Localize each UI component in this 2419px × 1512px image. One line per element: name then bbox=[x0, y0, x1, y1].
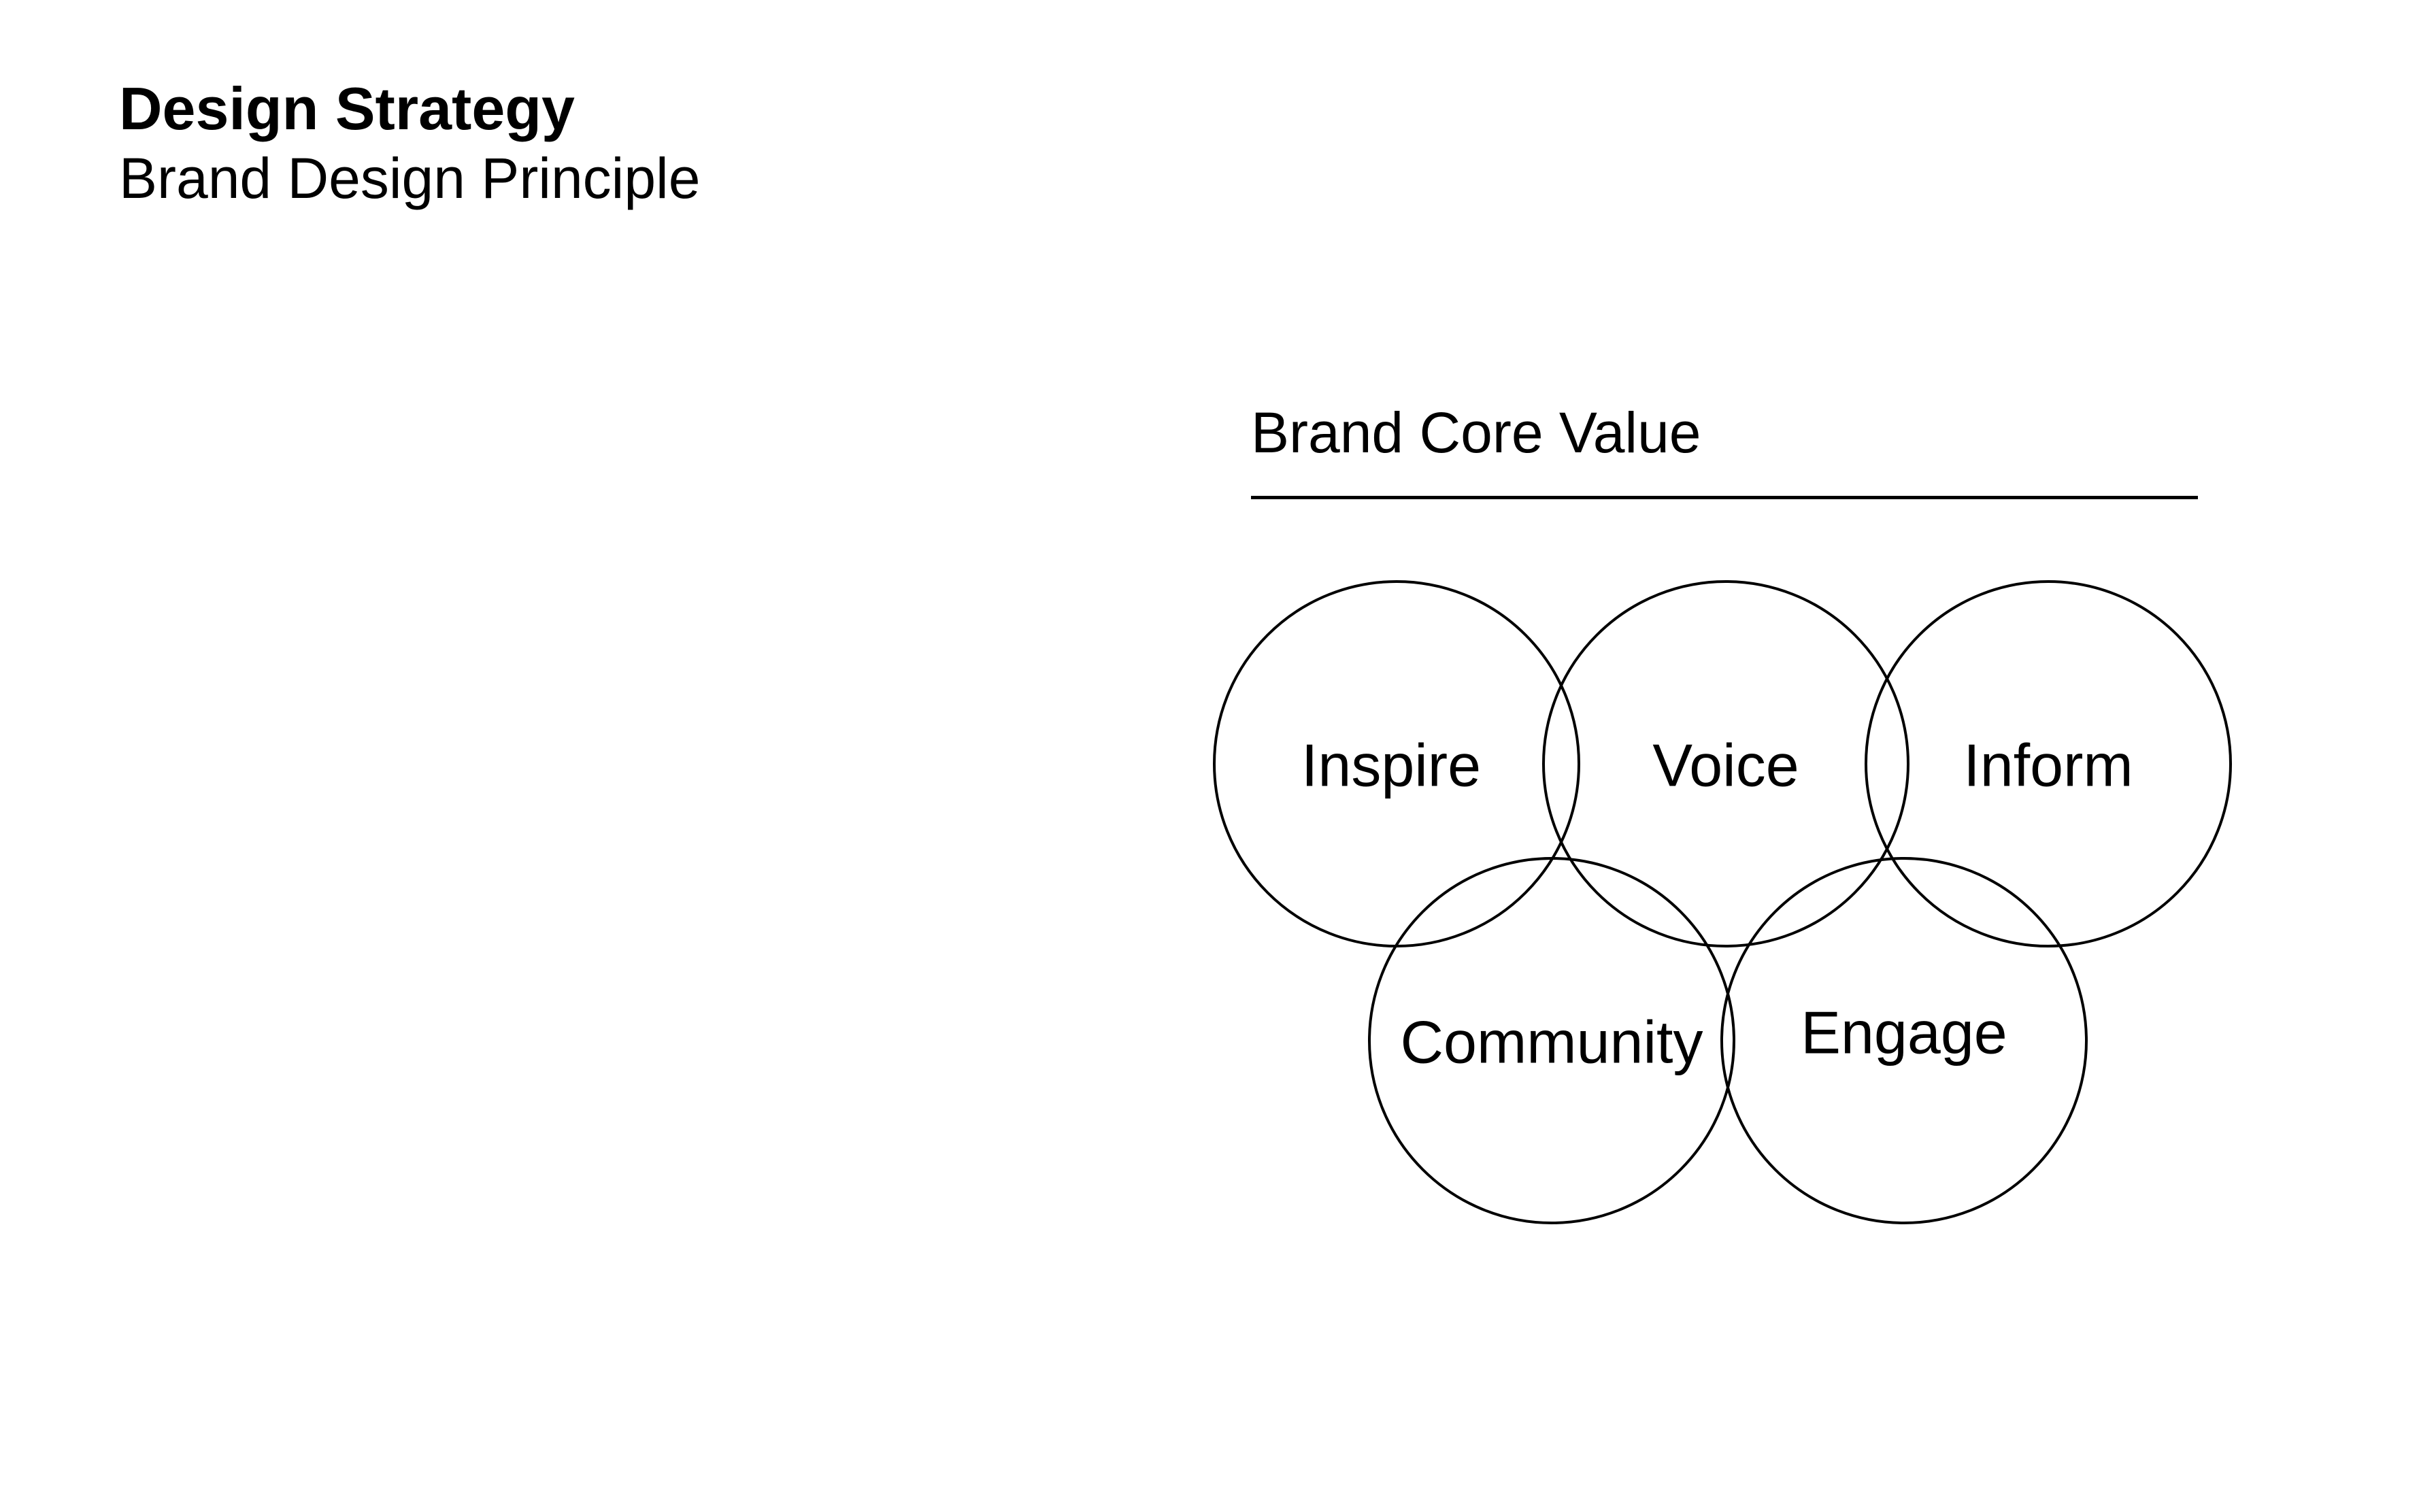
circle-community-label: Community bbox=[1401, 1009, 1703, 1076]
circle-voice: Voice bbox=[1542, 580, 1909, 947]
page-subtitle: Brand Design Principle bbox=[119, 146, 701, 210]
circle-voice-label: Voice bbox=[1652, 732, 1799, 799]
circle-engage-outline bbox=[1720, 857, 2088, 1224]
circle-inform: Inform bbox=[1865, 580, 2232, 947]
circle-inform-outline bbox=[1865, 580, 2232, 947]
section-divider bbox=[1251, 496, 2198, 499]
circle-engage: Engage bbox=[1720, 857, 2088, 1224]
circle-community-outline bbox=[1368, 857, 1735, 1224]
circle-inspire-label: Inspire bbox=[1301, 732, 1481, 799]
circle-inspire: Inspire bbox=[1213, 580, 1580, 947]
circle-voice-outline bbox=[1542, 580, 1909, 947]
circle-inform-label: Inform bbox=[1963, 732, 2133, 799]
circle-community: Community bbox=[1368, 857, 1735, 1224]
page-title: Design Strategy bbox=[119, 75, 575, 142]
page-header: Design Strategy Brand Design Principle bbox=[119, 73, 700, 212]
circle-engage-label: Engage bbox=[1801, 999, 2007, 1066]
section-label: Brand Core Value bbox=[1251, 401, 1701, 465]
